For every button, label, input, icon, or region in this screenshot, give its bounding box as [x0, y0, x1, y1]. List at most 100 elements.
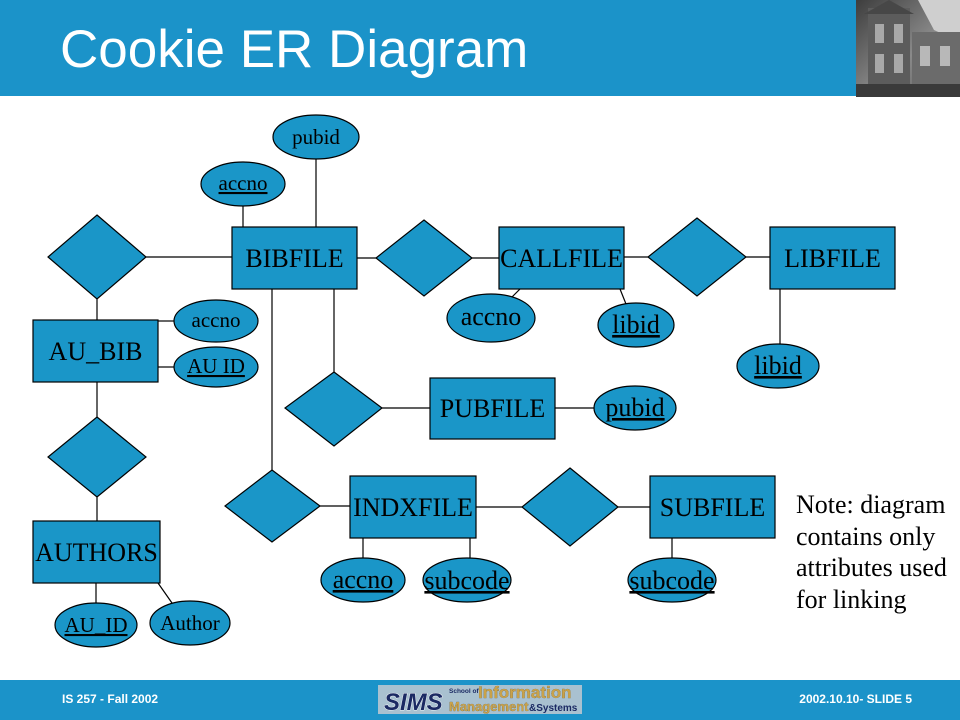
relationship-bibfile-callfile: [375, 219, 473, 297]
header-bar: [0, 0, 960, 96]
attribute-au-bib-accno: accno: [173, 299, 259, 343]
attribute-indxfile-subcode: subcode: [422, 557, 512, 603]
note-line: for linking: [796, 585, 907, 614]
attribute-callfile-libid-ellipse: [597, 302, 675, 348]
entity-authors-box: [32, 520, 161, 584]
attribute-indxfile-accno-label: accno: [333, 565, 394, 594]
footer-course: IS 257 - Fall 2002: [62, 692, 158, 706]
attribute-authors-au-id-label: AU_ID: [65, 613, 128, 637]
relationship-bibfile-indxfile: [224, 469, 321, 543]
attribute-authors-author-label: Author: [160, 611, 220, 635]
photo-window: [875, 24, 884, 43]
attribute-subfile-subcode-label: subcode: [629, 566, 714, 595]
relationship-au-bib-authors: [47, 416, 147, 498]
attribute-au-bib-accno-label: accno: [192, 308, 241, 332]
entity-bibfile-box: [231, 226, 358, 290]
relationship-callfile-libfile: [647, 217, 747, 297]
connector-callfile-libid: [619, 288, 627, 305]
photo-ground: [856, 84, 960, 97]
entity-subfile-box: [649, 475, 776, 539]
entity-subfile: SUBFILE: [649, 475, 776, 539]
attribute-bibfile-accno-label: accno: [219, 171, 268, 195]
entity-libfile-box: [769, 226, 896, 290]
header: Cookie ER Diagram: [0, 0, 960, 97]
attribute-au-bib-au-id-ellipse: [173, 346, 259, 388]
entity-indxfile-box: [349, 475, 477, 539]
photo-tower-roof: [864, 0, 914, 14]
entity-bibfile: BIBFILE: [231, 226, 358, 290]
attribute-indxfile-accno-ellipse: [320, 557, 406, 603]
attribute-libfile-libid: libid: [736, 343, 820, 389]
attribute-pubfile-pubid-ellipse: [593, 385, 677, 431]
sims-logo-systems: &Systems: [529, 703, 578, 714]
attribute-authors-au-id: AU_ID: [54, 602, 138, 648]
entity-indxfile-label: INDXFILE: [353, 493, 473, 522]
attribute-bibfile-accno: accno: [200, 161, 286, 207]
attribute-libfile-libid-ellipse: [736, 343, 820, 389]
attribute-bibfile-pubid-label: pubid: [292, 125, 340, 149]
entity-bibfile-label: BIBFILE: [245, 244, 343, 273]
note-line: contains only: [796, 522, 935, 551]
relationship-indxfile-subfile: [521, 467, 619, 547]
attribute-bibfile-pubid-ellipse: [272, 114, 360, 160]
attribute-authors-au-id-ellipse: [54, 602, 138, 648]
entity-pubfile-label: PUBFILE: [440, 394, 545, 423]
attribute-subfile-subcode: subcode: [627, 557, 717, 603]
sims-logo-background: [378, 685, 582, 714]
relationship-bibfile-au-bib: [47, 214, 147, 300]
entity-au-bib: AU_BIB: [32, 319, 159, 383]
attribute-pubfile-pubid-label: pubid: [605, 393, 664, 422]
attribute-libfile-libid-label: libid: [754, 351, 802, 380]
attribute-callfile-libid: libid: [597, 302, 675, 348]
entity-au-bib-box: [32, 319, 159, 383]
entity-authors-label: AUTHORS: [35, 538, 158, 567]
attribute-pubfile-pubid: pubid: [593, 385, 677, 431]
attribute-callfile-libid-label: libid: [612, 310, 660, 339]
entity-pubfile-box: [429, 377, 556, 440]
footer-slide-info: 2002.10.10- SLIDE 5: [799, 692, 912, 706]
entity-callfile: CALLFILE: [498, 226, 625, 290]
photo-window: [940, 46, 950, 66]
photo-tower: [868, 8, 910, 97]
entity-callfile-label: CALLFILE: [500, 244, 623, 273]
entity-libfile: LIBFILE: [769, 226, 896, 290]
photo-window: [875, 54, 884, 73]
entities: BIBFILE CALLFILE LIBFILE AU_BIB PUBFILE …: [32, 226, 896, 584]
photo-window: [894, 24, 903, 43]
attribute-callfile-accno: accno: [446, 293, 536, 343]
sims-logo-school-of: School of: [449, 688, 479, 695]
header-building-photo: [856, 0, 960, 97]
attribute-authors-author-ellipse: [149, 600, 231, 646]
attribute-subfile-subcode-ellipse: [627, 557, 717, 603]
relationships: [47, 214, 747, 547]
entity-subfile-label: SUBFILE: [660, 493, 765, 522]
connector-authors-author: [157, 582, 173, 604]
attribute-indxfile-subcode-label: subcode: [424, 566, 509, 595]
entity-indxfile: INDXFILE: [349, 475, 477, 539]
attribute-callfile-accno-ellipse: [446, 293, 536, 343]
photo-window: [894, 54, 903, 73]
slide-title: Cookie ER Diagram: [60, 20, 528, 79]
entity-libfile-label: LIBFILE: [784, 244, 881, 273]
connectors: [95, 159, 781, 604]
attribute-authors-author: Author: [149, 600, 231, 646]
diagram-note: Note: diagram contains only attributes u…: [796, 490, 947, 614]
note-line: attributes used: [796, 553, 947, 582]
attribute-au-bib-au-id: AU ID: [173, 346, 259, 388]
sims-logo-wordmark: SIMS: [384, 689, 443, 716]
attribute-indxfile-accno: accno: [320, 557, 406, 603]
attribute-bibfile-pubid: pubid: [272, 114, 360, 160]
entity-au-bib-label: AU_BIB: [49, 337, 143, 366]
attributes: pubid accno accno AU ID accno libid libi…: [54, 114, 820, 648]
entity-pubfile: PUBFILE: [429, 377, 556, 440]
relationship-bibfile-pubfile: [284, 371, 383, 447]
footer: IS 257 - Fall 2002 SIMS School of Inform…: [0, 680, 960, 720]
note-line: Note: diagram: [796, 490, 945, 519]
attribute-au-bib-au-id-label: AU ID: [187, 354, 245, 378]
photo-sky: [918, 0, 960, 42]
attribute-au-bib-accno-ellipse: [173, 299, 259, 343]
sims-logo: SIMS School of Information Management &S…: [378, 683, 582, 716]
entity-callfile-box: [498, 226, 625, 290]
connector-callfile-accno: [511, 288, 521, 298]
